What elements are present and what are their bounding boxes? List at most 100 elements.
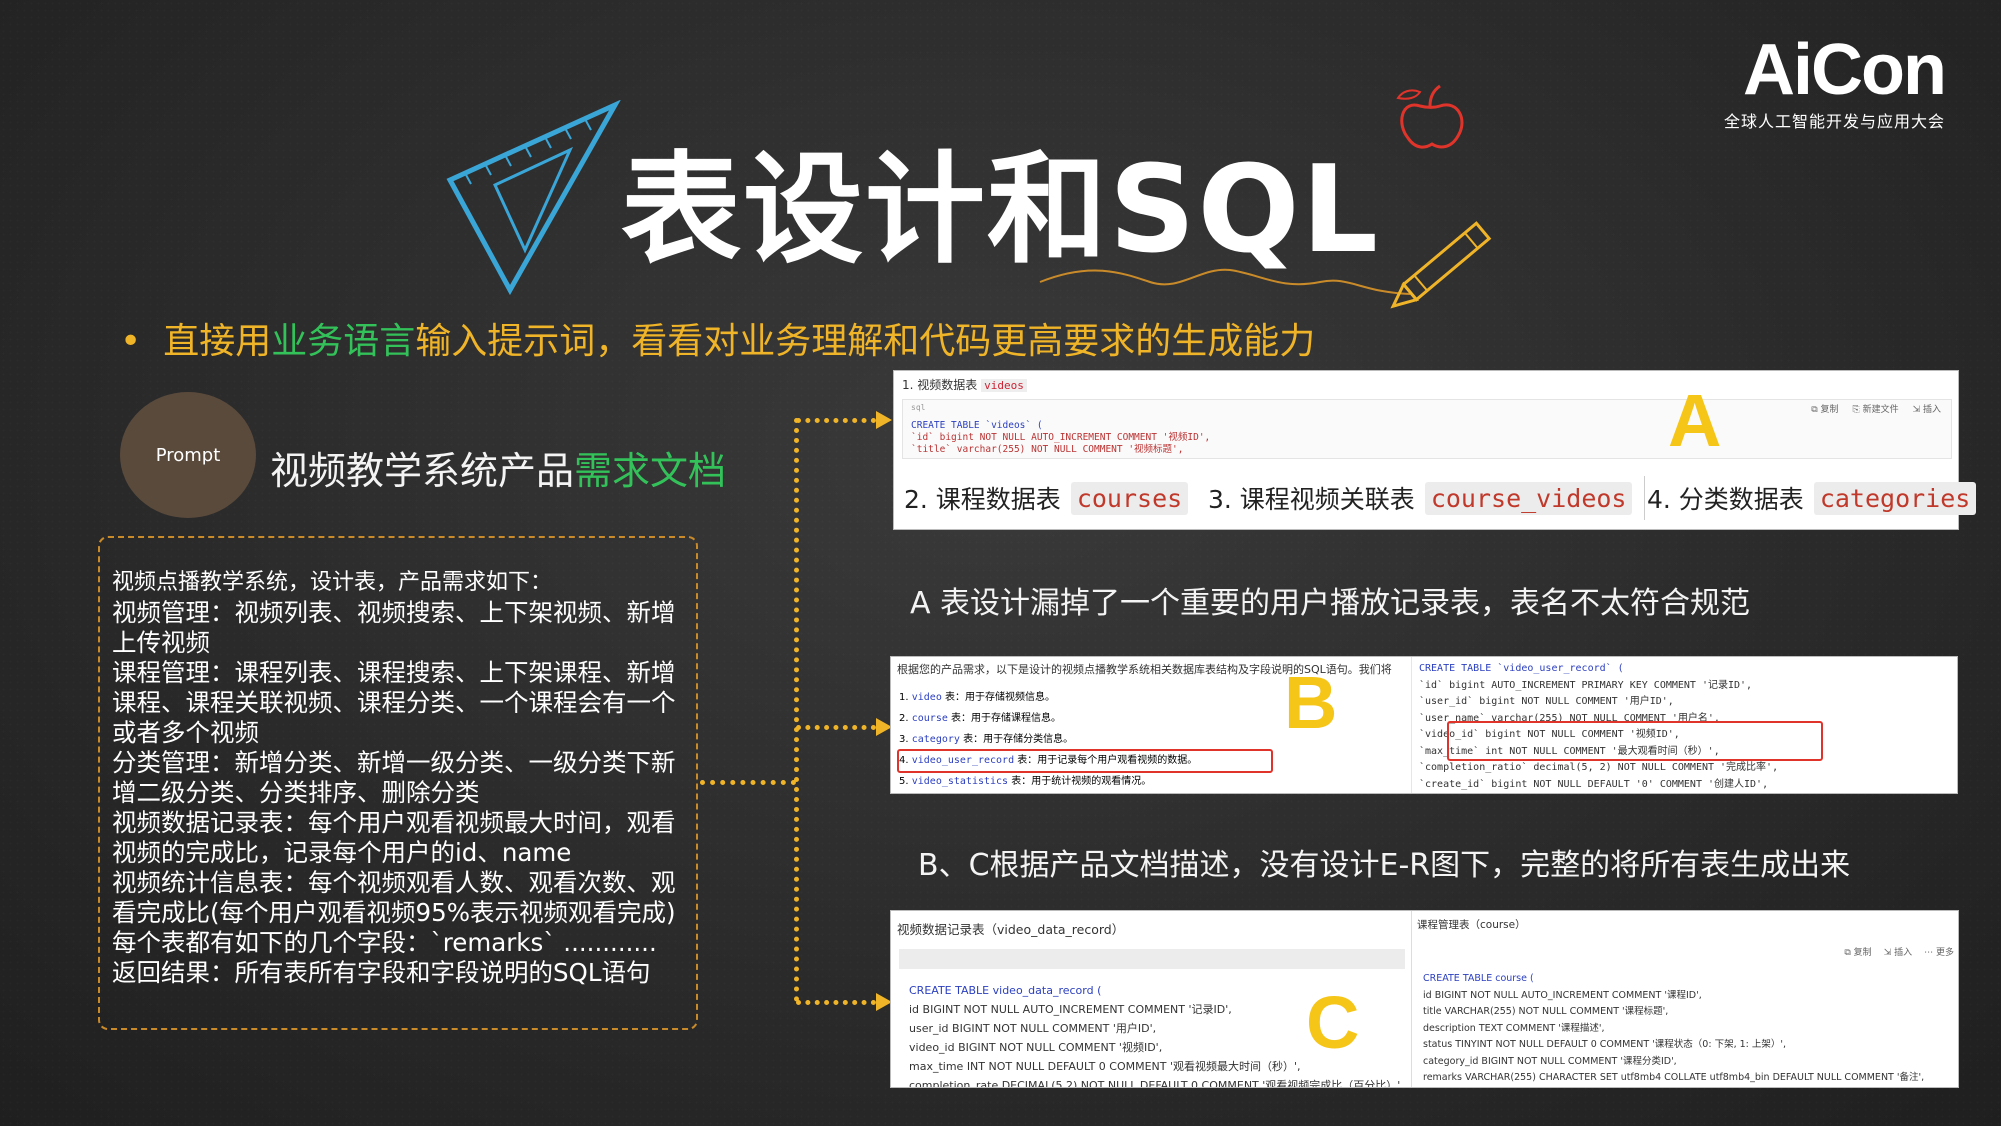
insert-label: 插入 [1894, 948, 1913, 958]
prompt-title-plain: 视频教学系统产品 [270, 449, 575, 493]
prompt-title-green: 需求文档 [574, 449, 727, 493]
code-line: id BIGINT NOT NULL AUTO_INCREMENT COMMEN… [909, 1000, 1404, 1019]
tab-table-name: course_videos [1424, 481, 1633, 515]
requirement-line: 视频的完成比，记录每个用户的id、name [112, 838, 572, 867]
code-text: `id` bigint AUTO_INCREMENT PRIMARY KEY C… [1419, 679, 1753, 691]
triangle-ruler-icon [446, 100, 621, 296]
logo-subtitle: 全球人工智能开发与应用大会 [1723, 112, 1945, 131]
code-line: completion_rate DECIMAL(5,2) NOT NULL DE… [909, 1076, 1404, 1087]
code-line: CREATE TABLE `video_user_record` ( [1419, 661, 1955, 678]
list-item: 2. course 表：用于存储课程信息。 [899, 708, 1419, 729]
code-text: id BIGINT NOT NULL AUTO_INCREMENT COMMEN… [909, 1003, 1232, 1016]
code-line: `video_id` bigint NOT NULL COMMENT '视频ID… [1419, 727, 1955, 744]
list-item: 4. video_user_record 表：用于记录每个用户观看视频的数据。 [899, 750, 1419, 771]
code-text: `create_id` bigint NOT NULL DEFAULT '0' … [1419, 778, 1769, 790]
label-c: C [1306, 981, 1360, 1064]
insert-label: 插入 [1922, 405, 1941, 415]
code-line: remarks VARCHAR(255) CHARACTER SET utf8m… [1423, 1070, 1924, 1087]
item-desc: 表：用于存储课程信息。 [951, 713, 1062, 724]
item-number: 5. [899, 776, 909, 787]
code-text: `id` bigint NOT NULL AUTO_INCREMENT COMM… [911, 432, 1211, 443]
requirement-line: 返回结果：所有表所有字段和字段说明的SQL语句 [112, 958, 651, 987]
code-text: id BIGINT NOT NULL AUTO_INCREMENT COMMEN… [1423, 989, 1702, 1001]
code-line: `create_id` bigint NOT NULL DEFAULT '0' … [1419, 777, 1955, 794]
code-text: status TINYINT NOT NULL DEFAULT 0 COMMEN… [1423, 1039, 1787, 1050]
code-line: CREATE TABLE `videos` ( [911, 420, 1043, 432]
tab-categories[interactable]: 4. 分类数据表 categories [1644, 476, 1977, 520]
requirement-line: 视频管理：视频列表、视频搜索、上下架视频、新增 [112, 598, 676, 627]
copy-button[interactable]: ⧉ 复制 [1811, 405, 1839, 415]
insert-button[interactable]: ⇲ 插入 [1883, 948, 1913, 958]
highlight-box [1447, 721, 1823, 761]
code-line: CREATE TABLE video_data_record ( [909, 981, 1404, 1000]
tab-label: 4. 分类数据表 [1647, 485, 1804, 514]
code-text: remarks VARCHAR(255) CHARACTER SET utf8m… [1423, 1072, 1925, 1083]
code-text: CREATE TABLE video_data_record ( [909, 984, 1102, 997]
code-line: `title` varchar(255) NOT NULL COMMENT '视… [911, 444, 1184, 456]
more-label: 更多 [1935, 948, 1954, 958]
connector-line [796, 725, 876, 730]
code-text: CREATE TABLE course ( [1423, 973, 1534, 984]
aicon-logo: AiCon 全球人工智能开发与应用大会 [1723, 30, 1947, 132]
copy-button[interactable]: ⧉ 复制 [1844, 948, 1872, 958]
arrow-icon [876, 411, 892, 429]
requirement-line: 上传视频 [112, 628, 210, 657]
requirement-line: 视频点播教学系统，设计表，产品需求如下： [112, 570, 553, 595]
panel-b-list: 1. video 表：用于存储视频信息。 2. course 表：用于存储课程信… [899, 687, 1419, 792]
panel-b-code-block: CREATE TABLE `video_user_record` ( `id` … [1419, 661, 1955, 793]
code-text: title VARCHAR(255) NOT NULL COMMENT '课程标… [1423, 1006, 1669, 1017]
copy-label: 复制 [1853, 948, 1872, 958]
code-line: `user_id` bigint NOT NULL COMMENT '用户ID'… [1419, 694, 1955, 711]
code-text: video_id BIGINT NOT NULL COMMENT '视频ID', [909, 1041, 1163, 1054]
item-name: video_statistics [911, 776, 1009, 787]
bullet-text-2: 输入提示词，看看对业务理解和代码更高要求的生成能力 [415, 321, 1316, 362]
item-desc: 表：用于存储分类信息。 [963, 734, 1074, 745]
list-item: 1. video 表：用于存储视频信息。 [899, 687, 1419, 708]
item-desc: 表：用于存储视频信息。 [945, 692, 1056, 703]
code-line: video_id BIGINT NOT NULL COMMENT '视频ID', [909, 1038, 1404, 1057]
item-desc: 表：用于统计视频的观看情况。 [1011, 776, 1152, 787]
requirement-line: 看完成比(每个用户观看视频95%表示视频观看完成) [112, 898, 676, 927]
connector-line [796, 1000, 876, 1005]
panel-b-intro: 根据您的产品需求，以下是设计的视频点播教学系统相关数据库表结构及字段说明的SQL… [897, 663, 1392, 676]
code-lang-label: sql [911, 403, 926, 412]
code-toolbar [899, 949, 1405, 969]
code-line: `completion_ratio` decimal(5, 2) NOT NUL… [1419, 760, 1955, 777]
connector-line [796, 418, 876, 423]
logo-main: AiCon [1743, 30, 1947, 110]
list-item: 3. category 表：用于存储分类信息。 [899, 729, 1419, 750]
item-number: 1. [899, 692, 909, 703]
panel-c-left: 视频数据记录表（video_data_record） CREATE TABLE … [891, 911, 1412, 1087]
code-text: description TEXT COMMENT '课程描述', [1423, 1022, 1605, 1034]
item-number: 4. [899, 755, 909, 766]
code-line: `id` bigint AUTO_INCREMENT PRIMARY KEY C… [1419, 678, 1955, 695]
code-text: `user_id` bigint NOT NULL COMMENT '用户ID'… [1419, 696, 1674, 707]
insert-button[interactable]: ⇲ 插入 [1912, 405, 1941, 415]
connector-line [700, 780, 796, 785]
requirement-line: 分类管理：新增分类、新增一级分类、一级分类下新 [112, 748, 676, 777]
new-file-button[interactable]: ⎘ 新建文件 [1852, 405, 1899, 415]
item-desc: 表：用于记录每个用户观看视频的数据。 [1017, 755, 1198, 766]
prompt-title: 视频教学系统产品需求文档 [270, 440, 726, 495]
code-line: category_id BIGINT NOT NULL COMMENT '课程分… [1423, 1054, 1924, 1071]
connector-line [794, 418, 799, 1002]
tab-table-name: categories [1813, 481, 1977, 515]
copy-label: 复制 [1820, 405, 1839, 415]
panel-a-code-block: sql ⧉ 复制 ⎘ 新建文件 ⇲ 插入 CREATE TABLE `video… [902, 399, 1952, 459]
code-text: `title` varchar(255) NOT NULL COMMENT '视… [911, 444, 1184, 455]
requirements-box: 视频点播教学系统，设计表，产品需求如下： 视频管理：视频列表、视频搜索、上下架视… [98, 536, 698, 1030]
code-line: `max_time` int NOT NULL COMMENT '最大观看时间（… [1419, 744, 1955, 761]
more-button[interactable]: ⋯ 更多 [1924, 948, 1954, 958]
code-text: category_id BIGINT NOT NULL COMMENT '课程分… [1423, 1055, 1677, 1067]
tab-table-name: courses [1070, 481, 1189, 515]
requirement-line: 每个表都有如下的几个字段：`remarks` ............ [112, 928, 657, 957]
panel-c: 视频数据记录表（video_data_record） CREATE TABLE … [890, 910, 1959, 1088]
new-file-label: 新建文件 [1862, 405, 1899, 415]
bullet-point: •直接用业务语言输入提示词，看看对业务理解和代码更高要求的生成能力 [120, 312, 1315, 364]
bullet-dot: • [120, 321, 142, 362]
code-line: status TINYINT NOT NULL DEFAULT 0 COMMEN… [1423, 1037, 1924, 1054]
code-line: max_time INT NOT NULL DEFAULT 0 COMMENT … [909, 1057, 1404, 1076]
